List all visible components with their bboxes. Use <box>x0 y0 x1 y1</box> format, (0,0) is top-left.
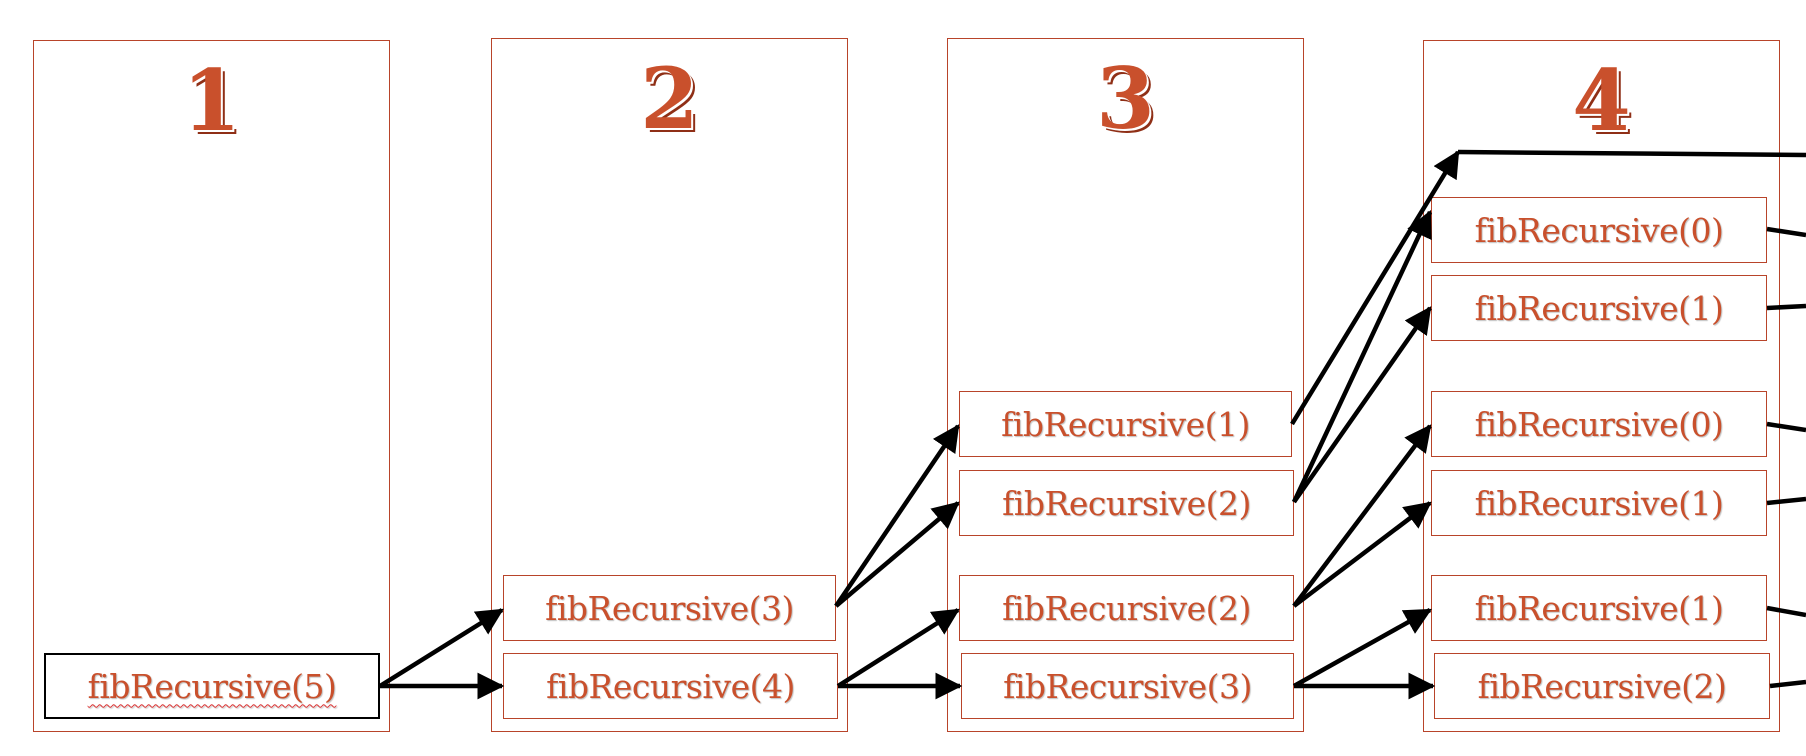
call-label: fibRecursive(1) <box>1001 404 1250 444</box>
arrow <box>1292 306 1432 504</box>
call-label: fibRecursive(4) <box>546 666 795 706</box>
call-label: fibRecursive(2) <box>1002 483 1251 523</box>
call-label: fibRecursive(1) <box>1474 483 1724 523</box>
call-box-fib2: fibRecursive(2) <box>959 470 1294 536</box>
arrow <box>1292 424 1432 608</box>
arrow <box>1292 608 1432 688</box>
arrow <box>834 424 960 608</box>
column-1-number: 1 <box>182 51 241 150</box>
arrow <box>1292 501 1432 608</box>
column-1: 1 <box>33 40 390 732</box>
call-box-fib3: fibRecursive(3) <box>961 653 1294 719</box>
call-label: fibRecursive(3) <box>1003 666 1252 706</box>
call-label: fibRecursive(2) <box>1002 588 1251 628</box>
arrow <box>836 608 960 688</box>
call-box-fib1: fibRecursive(1) <box>1431 275 1767 341</box>
call-box-fib1: fibRecursive(1) <box>1431 575 1767 641</box>
column-4-number: 4 <box>1572 51 1631 150</box>
call-box-fib2: fibRecursive(2) <box>959 575 1294 641</box>
call-label: fibRecursive(1) <box>1474 288 1724 328</box>
call-box-fib5: fibRecursive(5) <box>44 653 380 719</box>
call-box-fib2: fibRecursive(2) <box>1434 653 1770 719</box>
column-3-number: 3 <box>1096 49 1155 148</box>
column-2-number: 2 <box>640 49 699 148</box>
arrow <box>834 501 960 608</box>
call-box-fib0: fibRecursive(0) <box>1431 197 1767 263</box>
arrow <box>378 608 504 688</box>
call-label: fibRecursive(5) <box>87 666 337 706</box>
call-label: fibRecursive(0) <box>1474 210 1724 250</box>
arrow <box>1291 209 1433 503</box>
call-label: fibRecursive(1) <box>1474 588 1724 628</box>
call-box-fib1: fibRecursive(1) <box>1431 470 1767 536</box>
call-label: fibRecursive(2) <box>1477 666 1727 706</box>
call-box-fib4: fibRecursive(4) <box>503 653 838 719</box>
call-box-fib3: fibRecursive(3) <box>503 575 836 641</box>
call-label: fibRecursive(0) <box>1474 404 1724 444</box>
call-box-fib1: fibRecursive(1) <box>959 391 1292 457</box>
call-label: fibRecursive(3) <box>545 588 794 628</box>
call-box-fib0: fibRecursive(0) <box>1431 391 1767 457</box>
